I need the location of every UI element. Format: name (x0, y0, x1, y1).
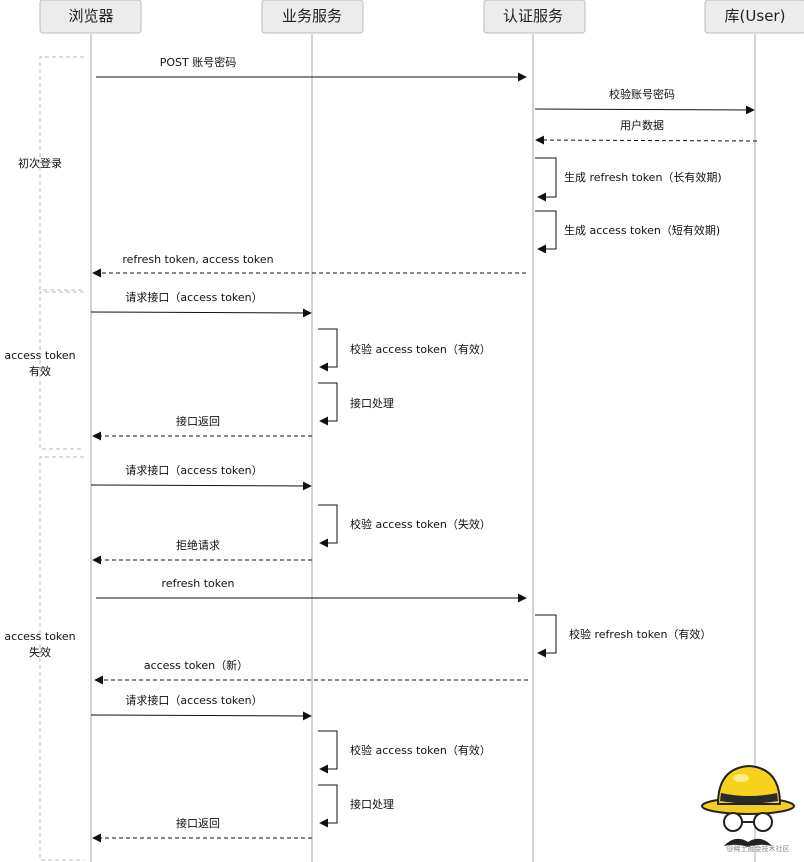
message-send-refresh-token: refresh token (96, 577, 527, 603)
message-verify-refresh-token: 校验 refresh token（有效） (535, 614, 711, 658)
message-verify-token-invalid-label: 校验 access token（失效） (350, 517, 491, 531)
watermark-text: @稀土掘金技术社区 (727, 844, 790, 853)
lifelines (90, 34, 756, 862)
message-verify-token-invalid: 校验 access token（失效） (318, 504, 491, 548)
message-new-access-token: access token（新） (94, 658, 528, 685)
message-verify-refresh-token-label: 校验 refresh token（有效） (569, 627, 711, 641)
participant-db: 库(User) (704, 0, 804, 34)
message-process-api-1-label: 接口处理 (350, 397, 394, 410)
message-verify-token-valid-2-label: 校验 access token（有效） (350, 743, 491, 757)
message-verify-credentials-label: 校验账号密码 (609, 87, 675, 101)
message-reject-request-label: 拒绝请求 (176, 538, 220, 552)
group-initial-login-label: 初次登录 (18, 156, 62, 170)
group-initial-login: 初次登录 (18, 56, 84, 291)
message-user-data: 用户数据 (535, 118, 758, 145)
message-api-return-1-label: 接口返回 (176, 415, 220, 428)
group-token-valid-label-line1: access token (4, 349, 75, 362)
message-request-api-3: 请求接口（access token） (90, 694, 312, 721)
participant-browser-label: 浏览器 (68, 7, 113, 25)
message-verify-token-valid-1: 校验 access token（有效） (318, 328, 491, 372)
message-request-api-1-label: 请求接口（access token） (125, 291, 262, 304)
participant-db-label: 库(User) (725, 7, 786, 25)
message-request-api-3-label: 请求接口（access token） (125, 694, 262, 707)
message-api-return-2: 接口返回 (92, 817, 312, 843)
message-user-data-label: 用户数据 (620, 118, 664, 132)
message-gen-access-token: 生成 access token（短有效期) (535, 210, 720, 254)
group-token-valid: access token 有效 (4, 291, 84, 450)
message-api-return-1: 接口返回 (92, 415, 312, 441)
message-post-credentials: POST 账号密码 (96, 55, 527, 82)
group-token-valid-label-line2: 有效 (29, 364, 51, 378)
participant-browser: 浏览器 (39, 0, 142, 34)
message-gen-refresh-token-label: 生成 refresh token（长有效期) (564, 170, 722, 184)
message-post-credentials-label: POST 账号密码 (160, 55, 237, 69)
message-process-api-2: 接口处理 (318, 784, 394, 828)
group-token-expired-label-line2: 失效 (29, 645, 51, 659)
message-request-api-2: 请求接口（access token） (90, 464, 312, 491)
message-verify-credentials: 校验账号密码 (534, 87, 755, 115)
participant-auth-label: 认证服务 (503, 7, 563, 25)
message-verify-token-valid-2: 校验 access token（有效） (318, 730, 491, 774)
message-request-api-2-label: 请求接口（access token） (125, 464, 262, 477)
messages: POST 账号密码 校验账号密码 用户数据 生成 refresh token（长… (90, 55, 758, 843)
message-request-api-1: 请求接口（access token） (90, 291, 312, 318)
participant-biz: 业务服务 (261, 0, 364, 34)
mascot-logo-icon (701, 764, 795, 847)
message-verify-token-valid-1-label: 校验 access token（有效） (350, 342, 491, 356)
message-return-tokens: refresh token, access token (92, 253, 526, 278)
participant-auth: 认证服务 (483, 0, 586, 34)
message-new-access-token-label: access token（新） (144, 658, 248, 672)
message-send-refresh-token-label: refresh token (162, 577, 235, 590)
message-process-api-2-label: 接口处理 (350, 798, 394, 811)
group-token-expired: access token 失效 (4, 456, 84, 861)
message-return-tokens-label: refresh token, access token (122, 253, 273, 266)
message-api-return-2-label: 接口返回 (176, 817, 220, 830)
group-token-expired-label-line1: access token (4, 630, 75, 643)
message-gen-refresh-token: 生成 refresh token（长有效期) (535, 157, 722, 202)
message-process-api-1: 接口处理 (318, 382, 394, 426)
participant-biz-label: 业务服务 (282, 7, 342, 25)
message-reject-request: 拒绝请求 (92, 538, 312, 565)
message-gen-access-token-label: 生成 access token（短有效期) (564, 223, 720, 237)
